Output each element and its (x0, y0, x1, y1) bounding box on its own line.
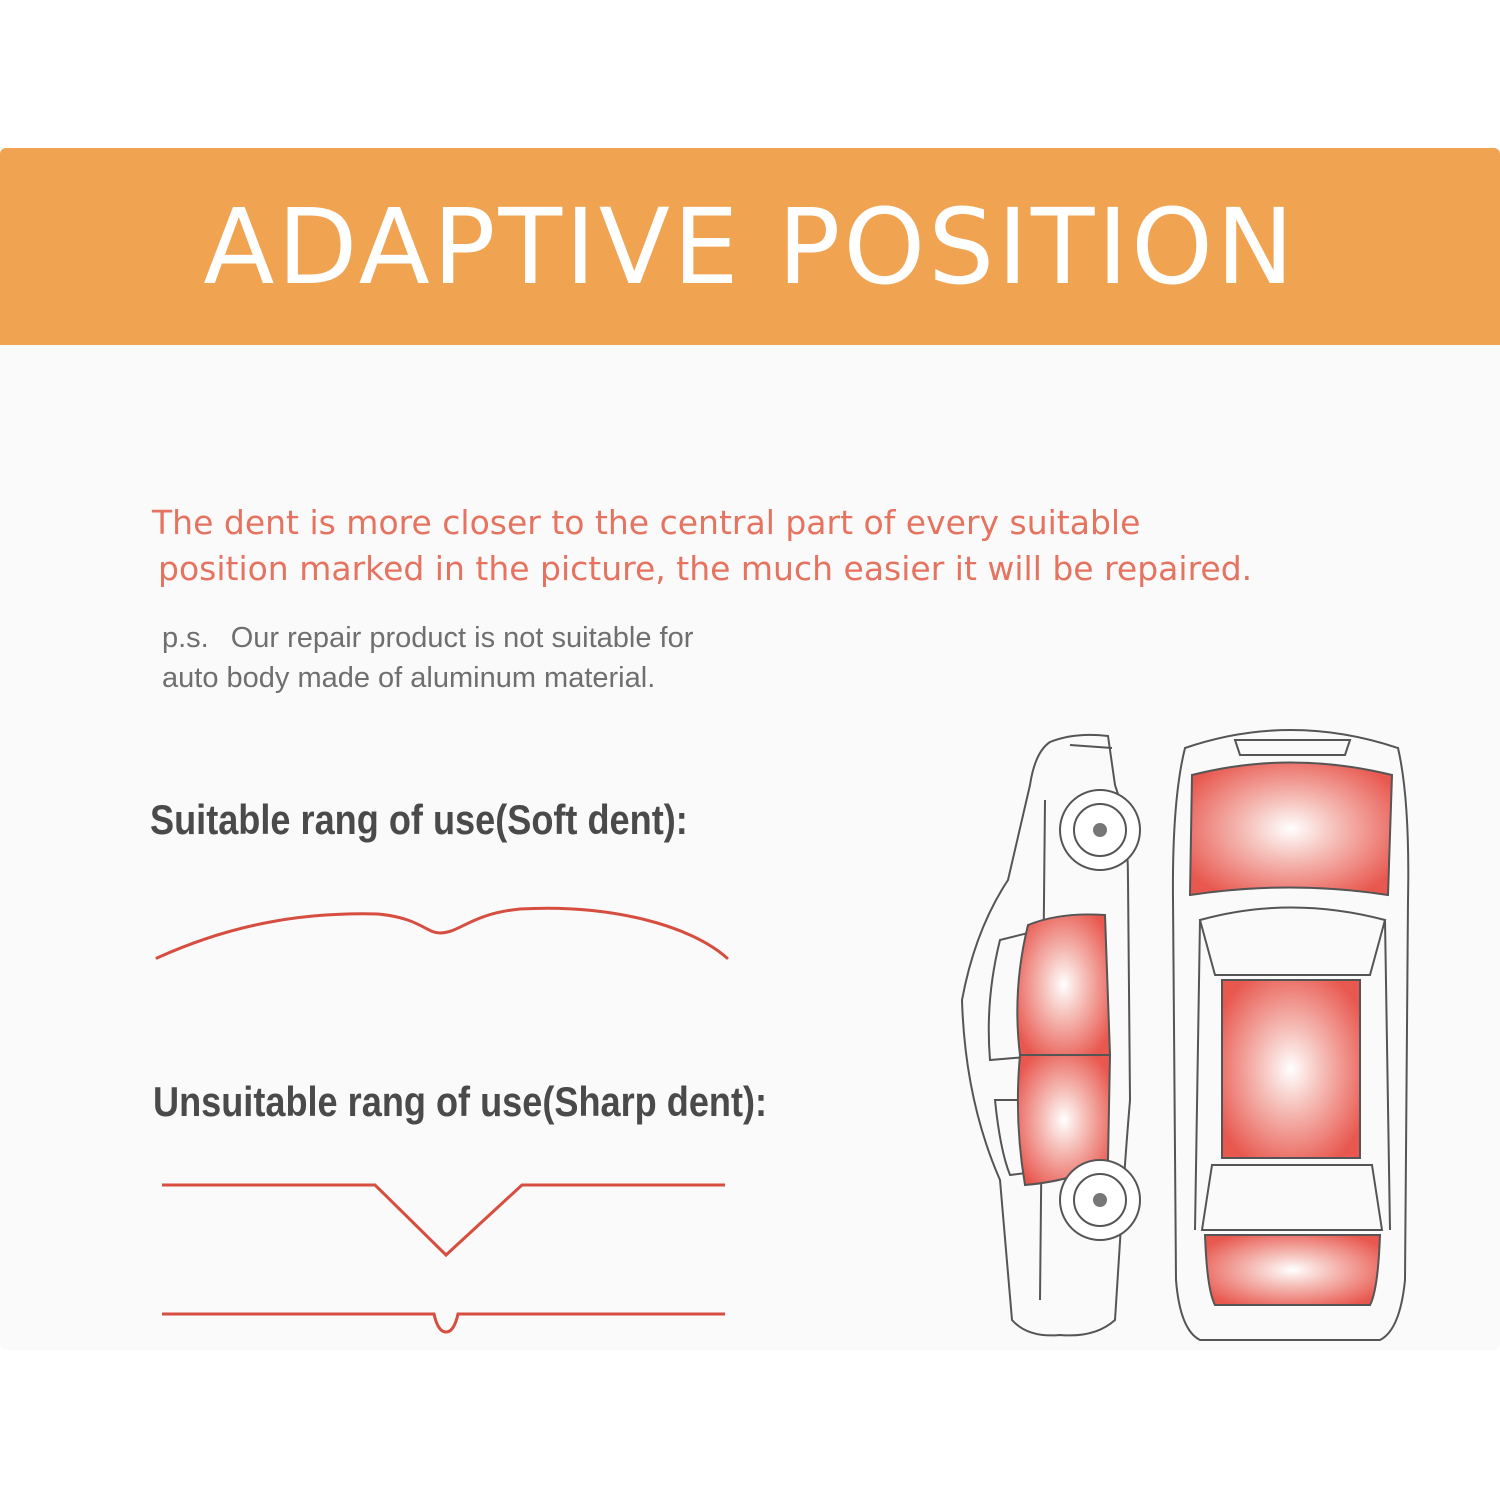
car-diagram (960, 729, 1410, 1341)
top-left-pillar (1194, 919, 1201, 1231)
side-front-wheel (1059, 789, 1141, 871)
suitable-heading: Suitable rang of use(Soft dent): (150, 796, 688, 843)
description-line-2: position marked in the picture, the much… (158, 549, 1253, 588)
aluminum-note: p.s. Our repair product is not suitable f… (162, 618, 862, 698)
top-trunk-area (1203, 1234, 1382, 1306)
note-prefix: p.s. (162, 622, 209, 654)
top-roof-area (1221, 979, 1361, 1159)
top-windshield (1198, 906, 1387, 976)
side-windshield (987, 928, 1052, 1062)
note-line-1: Our repair product is not suitable for (230, 622, 694, 654)
top-grille (1233, 739, 1352, 756)
description-line-1: The dent is more closer to the central p… (152, 503, 1141, 542)
sharp-dent-v-line (162, 1183, 725, 1258)
top-right-pillar (1384, 919, 1391, 1231)
soft-dent-curve (155, 906, 729, 960)
top-hood-area (1188, 761, 1394, 897)
sharp-dent-pit-line (162, 1312, 725, 1334)
repair-description: The dent is more closer to the central p… (152, 500, 1302, 592)
side-rear-wheel (1059, 1159, 1141, 1241)
side-mirror-line (1069, 744, 1113, 749)
note-line-2: auto body made of aluminum material. (162, 662, 656, 694)
top-body-outline (1171, 729, 1410, 1341)
unsuitable-heading: Unsuitable rang of use(Sharp dent): (153, 1078, 768, 1125)
top-rear-window (1200, 1164, 1384, 1231)
side-front-door-area (1016, 913, 1112, 1056)
top-view-car (1171, 729, 1410, 1341)
title-banner: ADAPTIVE POSITION (0, 148, 1500, 345)
banner-title: ADAPTIVE POSITION (203, 185, 1297, 308)
